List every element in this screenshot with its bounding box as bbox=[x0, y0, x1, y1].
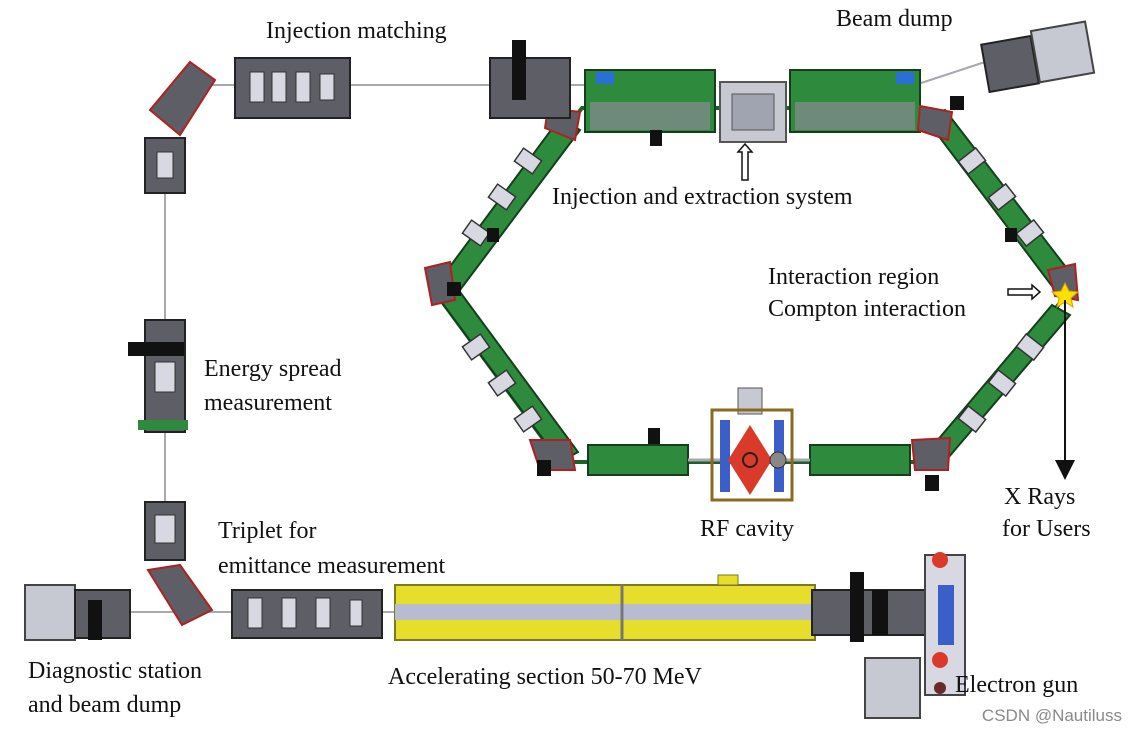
label-beam-dump-bottom: and beam dump bbox=[28, 692, 182, 718]
label-injection-matching: Injection matching bbox=[266, 18, 447, 44]
energy-spread-station bbox=[128, 319, 188, 433]
label-beam-dump: Beam dump bbox=[836, 6, 953, 32]
diagnostic-station bbox=[24, 584, 131, 641]
beam-dump-top bbox=[980, 20, 1096, 94]
accelerating-section bbox=[394, 572, 933, 642]
annotation-arrows bbox=[736, 142, 1075, 480]
label-injection-extraction: Injection and extraction system bbox=[552, 184, 853, 210]
beam-lines bbox=[80, 61, 986, 613]
label-diagnostic-station: Diagnostic station bbox=[28, 658, 202, 684]
injection-arrow bbox=[736, 142, 754, 181]
label-electron-gun: Electron gun bbox=[955, 672, 1079, 698]
label-compton-interaction: Compton interaction bbox=[768, 296, 966, 322]
label-energy-spread: Energy spread bbox=[204, 356, 342, 382]
label-rf-cavity: RF cavity bbox=[700, 516, 794, 542]
triplet-section bbox=[144, 501, 383, 639]
storage-ring bbox=[423, 69, 1080, 491]
watermark: CSDN @Nautiluss bbox=[981, 706, 1122, 725]
label-for-users: for Users bbox=[1002, 516, 1091, 542]
interaction-arrow bbox=[1007, 283, 1042, 301]
label-energy-measurement: measurement bbox=[204, 390, 332, 416]
injection-matching-line bbox=[144, 40, 571, 194]
label-triplet: Triplet for bbox=[218, 518, 317, 544]
label-accelerating-section: Accelerating section 50-70 MeV bbox=[388, 664, 702, 690]
label-emittance: emittance measurement bbox=[218, 553, 446, 579]
label-xrays: X Rays bbox=[1004, 484, 1076, 510]
rf-cavity bbox=[710, 387, 794, 502]
electron-gun bbox=[864, 552, 966, 719]
label-interaction-region: Interaction region bbox=[768, 264, 940, 290]
